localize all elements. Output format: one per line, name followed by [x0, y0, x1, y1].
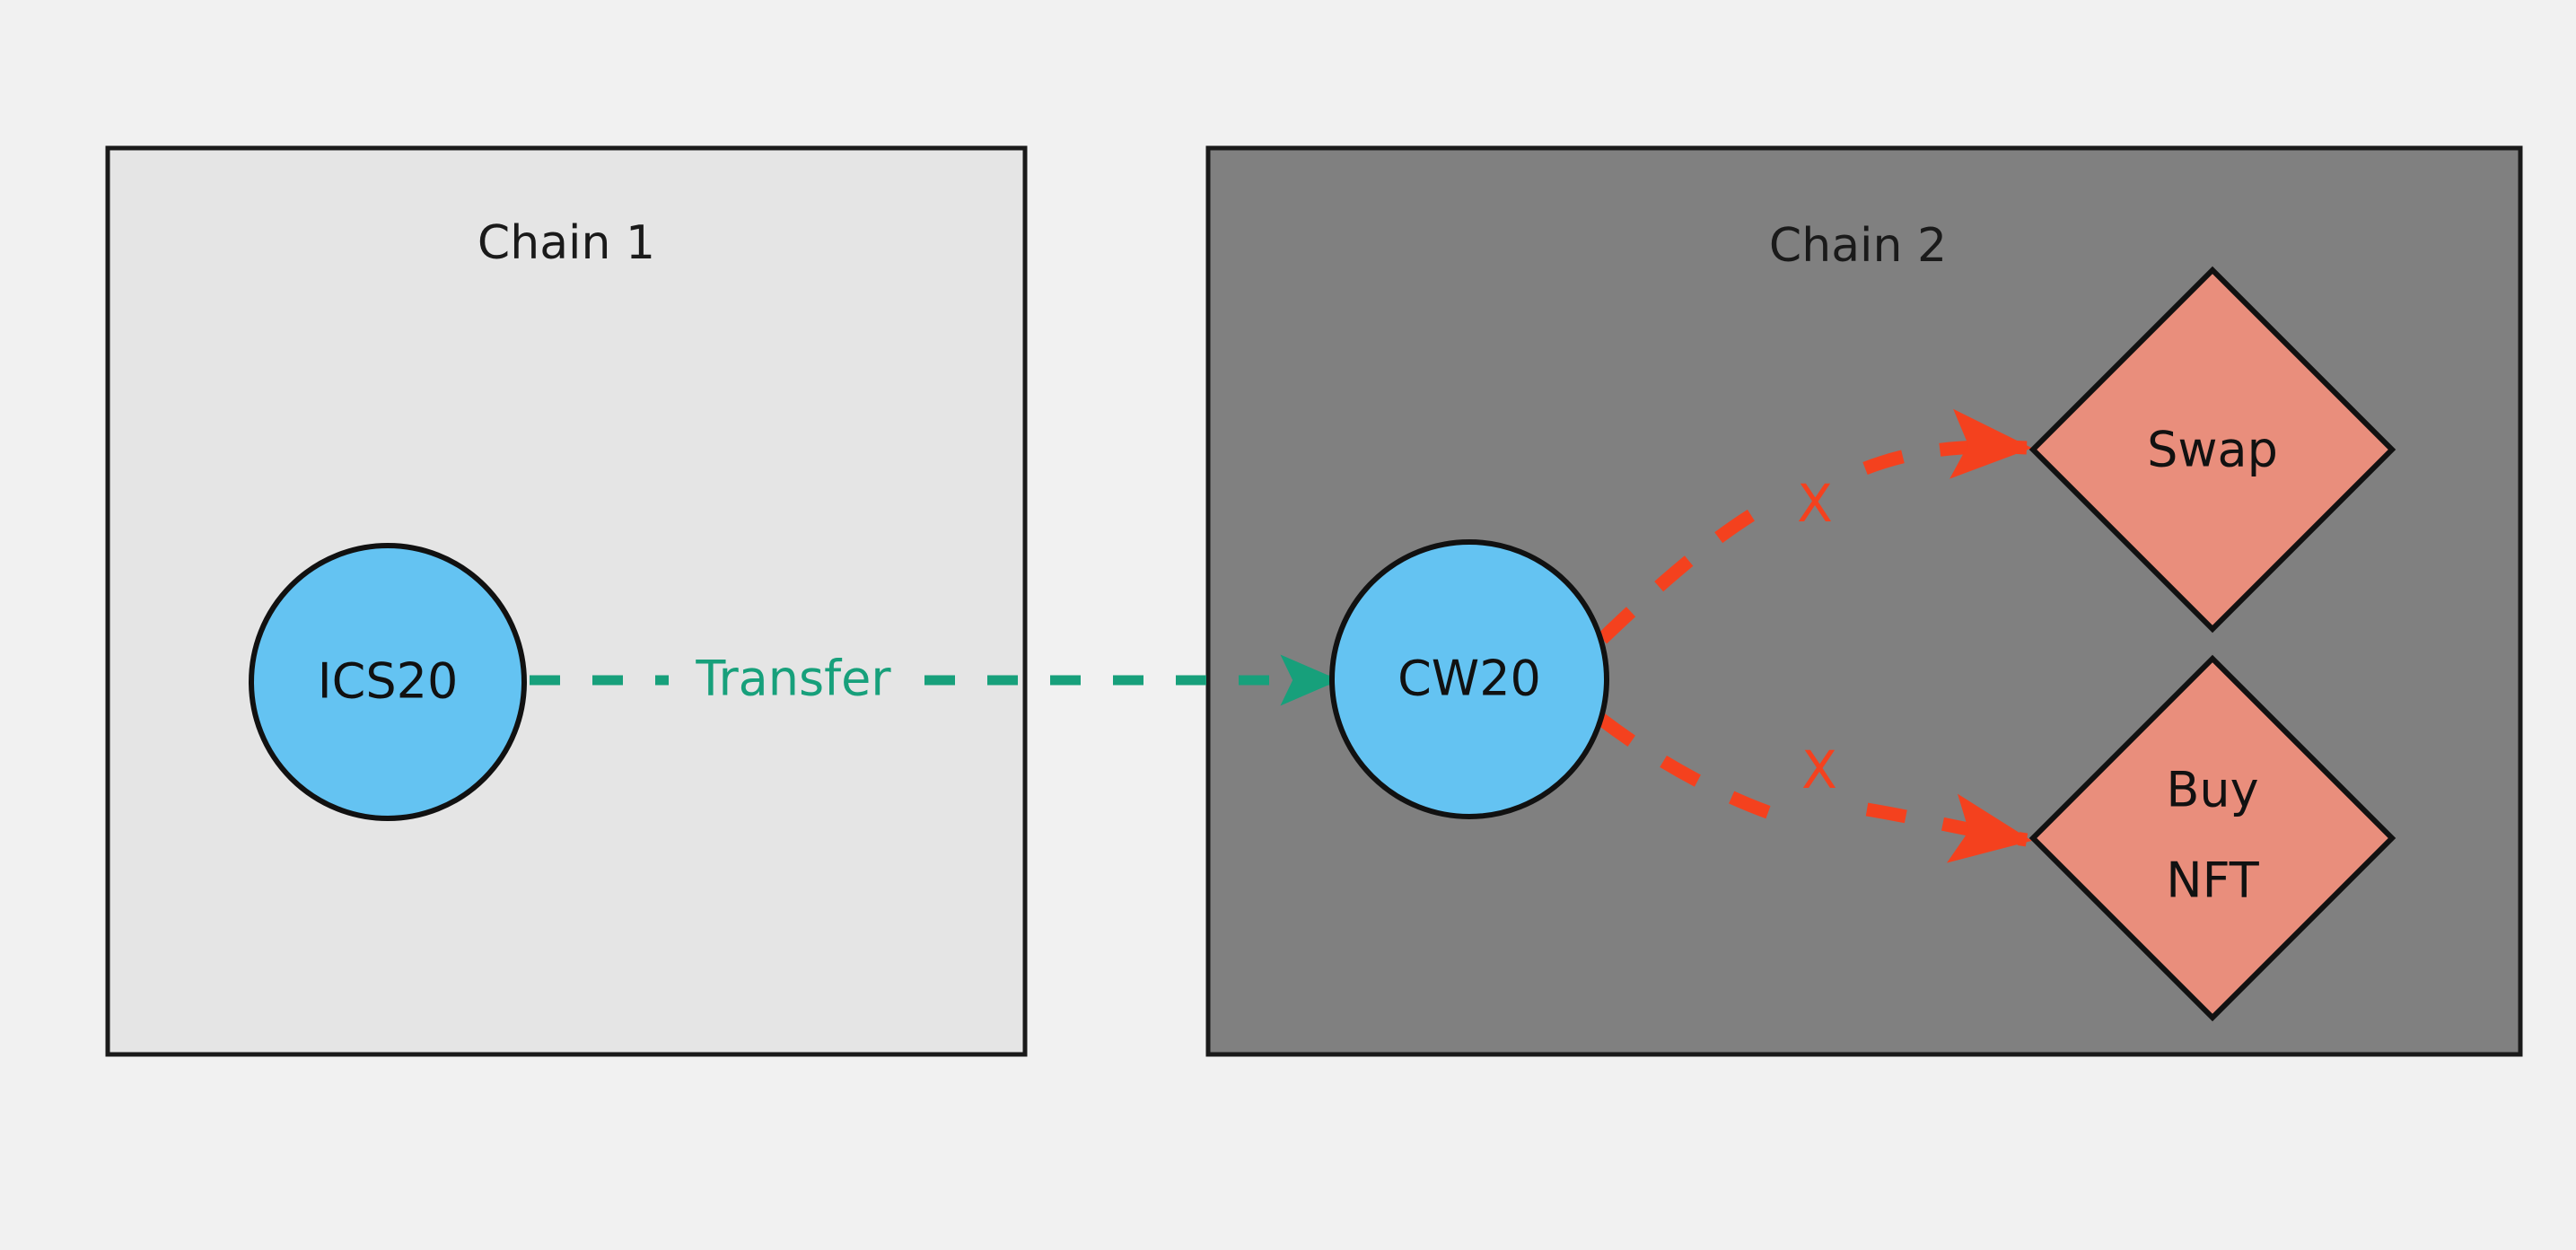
chain-1-label: Chain 1	[478, 216, 655, 270]
cw20-circle[interactable]	[1329, 539, 1609, 819]
swap-edge-blocked-label: X	[1797, 473, 1833, 534]
edge-swap-blocked[interactable]: X	[1597, 408, 2032, 644]
transfer-edge-label: Transfer	[695, 651, 891, 707]
buy-nft-edge-path-upper	[1595, 712, 1778, 822]
ics20-circle[interactable]	[249, 543, 527, 821]
buy-nft-label-line-1: Buy	[2166, 762, 2258, 818]
node-swap[interactable]: Swap	[2028, 266, 2396, 634]
buy-nft-label-line-2: NFT	[2166, 852, 2260, 909]
chain-1-box[interactable]	[105, 145, 1028, 1057]
swap-diamond[interactable]	[2028, 266, 2396, 634]
node-ics20[interactable]: ICS20	[249, 543, 527, 821]
swap-label: Swap	[2147, 422, 2278, 478]
edge-buy-nft-blocked[interactable]: X	[1595, 712, 2032, 863]
node-buy-nft[interactable]: Buy NFT	[2028, 654, 2396, 1022]
cw20-label: CW20	[1398, 651, 1541, 707]
edge-transfer[interactable]: Transfer	[530, 651, 1340, 707]
buy-nft-diamond[interactable]	[2028, 654, 2396, 1022]
buy-nft-edge-path-lower	[1865, 793, 2032, 863]
node-cw20[interactable]: CW20	[1329, 539, 1609, 819]
chain-1-container[interactable]: Chain 1	[105, 145, 1028, 1057]
ics20-label: ICS20	[318, 653, 459, 710]
chain-2-label: Chain 2	[1769, 219, 1947, 273]
buy-nft-edge-blocked-label: X	[1801, 739, 1837, 800]
swap-edge-path-lower	[1597, 496, 1776, 644]
swap-edge-path-upper	[1862, 408, 2032, 479]
